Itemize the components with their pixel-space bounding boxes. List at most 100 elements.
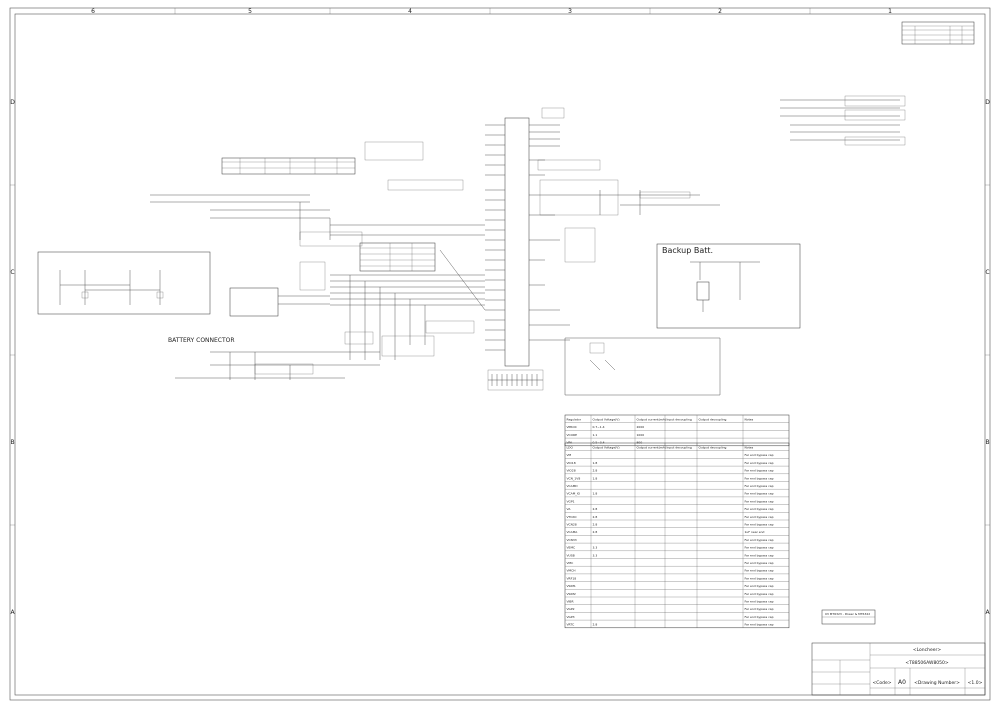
- decoupling-circuit: [560, 190, 720, 215]
- ldo-table-cell: Far end bypass cap: [745, 461, 774, 465]
- regulator-table-cell: 1000: [637, 433, 645, 437]
- regulator-table-cell: VPA: [567, 441, 574, 445]
- ldo-table-cell: Far end bypass cap: [745, 515, 774, 519]
- drawing-number-field: <Drawing Number>: [914, 680, 960, 686]
- battery-connector-label: BATTERY CONNECTOR: [168, 337, 235, 344]
- upper-right-circuit: [780, 95, 906, 146]
- row-zone-markers: D C B A D C B A: [10, 99, 990, 616]
- row-label-d-left: D: [10, 99, 15, 106]
- backup-batt-label: Backup Batt.: [662, 246, 713, 255]
- ldo-table-cell: VCAM_IO: [567, 492, 581, 496]
- ldo-table-cell: Far end bypass cap: [745, 600, 774, 604]
- regulator-table-cell: 0.7~1.4: [593, 425, 605, 429]
- row-label-c-left: C: [10, 269, 14, 276]
- regulator-table-header-cell: Input decoupling: [667, 418, 692, 422]
- ldo-table-cell: Far end bypass cap: [745, 469, 774, 473]
- ldo-table-cell: 2.8: [593, 469, 598, 473]
- ldo-table-cell: Far end bypass cap: [745, 623, 774, 627]
- ldo-table-cell: VRF18: [567, 576, 577, 580]
- sheet-title-text: 03 MT6323 - Power & MT6322: [825, 612, 870, 616]
- sheet-title-plate: 03 MT6323 - Power & MT6322: [821, 609, 876, 625]
- ldo-table-cell: VCAMD: [567, 484, 579, 488]
- column-label-6: 6: [91, 8, 95, 15]
- regulator-table-header-cell: Output decoupling: [699, 418, 727, 422]
- ldo-table-cell: Far end bypass cap: [745, 523, 774, 527]
- ldo-table-cell: Far end bypass cap: [745, 453, 774, 457]
- ldo-table-cell: 1.8: [593, 492, 598, 496]
- ldo-table-cell: Far end bypass cap: [745, 499, 774, 503]
- regulator-table-header-cell: Output Voltage(V): [593, 418, 620, 422]
- ldo-table-cell: VRTC: [567, 623, 575, 627]
- code-field: <Code>: [872, 680, 891, 686]
- charger-circuit: [150, 194, 485, 240]
- ldo-table-cell: VM: [567, 453, 572, 457]
- protection-circuit-box: [37, 251, 211, 315]
- ldo-table-cell: VA: [567, 507, 572, 511]
- column-label-5: 5: [248, 8, 252, 15]
- ldo-table-cell: VGP3: [567, 615, 575, 619]
- row-label-a-right: A: [985, 609, 990, 616]
- regulator-table-cell: VPROC: [567, 425, 577, 429]
- title-block: <Loncheer> <T88506AW8050> <Code> A0 <Dra…: [811, 642, 986, 696]
- ldo-table-cell: 2.8: [593, 523, 598, 527]
- ldo-table-cell: 2.8: [593, 507, 598, 511]
- pmic-right-pins: [529, 124, 570, 341]
- column-label-1: 1: [888, 8, 892, 15]
- regulator-table-header-cell: Regulator: [567, 418, 582, 422]
- rtc-crystal-circuit: [564, 337, 721, 396]
- ldo-table-cell: VCN28: [567, 523, 577, 527]
- ldo-table-cell: 2.8: [593, 515, 598, 519]
- capacitor-bank: [487, 369, 544, 391]
- battery-connector: BATTERY CONNECTOR: [168, 337, 380, 380]
- ldo-table-cell: 2.8: [593, 530, 598, 534]
- ldo-table-cell: 2.8: [593, 623, 598, 627]
- column-label-4: 4: [408, 8, 412, 15]
- ldo-table-cell: 3.3: [593, 546, 598, 550]
- row-label-a-left: A: [10, 609, 15, 616]
- ldo-table-cell: VSIM1: [567, 584, 576, 588]
- project-code: <T88506AW8050>: [905, 660, 949, 666]
- ldo-table-header-cell: Output decoupling: [699, 446, 727, 450]
- regulator-table-header-cell: Output current(mA): [637, 418, 667, 422]
- ldo-table-cell: Far end bypass cap: [745, 484, 774, 488]
- column-label-2: 2: [718, 8, 722, 15]
- regulator-table: Regulator Output Voltage(V) Output current…: [564, 414, 790, 447]
- ldo-table-cell: 1.8: [593, 461, 598, 465]
- ldo-table-cell: VGP2: [567, 607, 575, 611]
- ldo-table-cell: VCN33: [567, 538, 577, 542]
- pmic-left-pins: [485, 124, 505, 351]
- company-name: <Loncheer>: [913, 647, 942, 653]
- ldo-table-header-cell: LDO: [567, 446, 574, 450]
- row-label-d-right: D: [985, 99, 990, 106]
- ldo-table-cell: Far end bypass cap: [745, 576, 774, 580]
- ldo-table-cell: Far end bypass cap: [745, 569, 774, 573]
- revision-history-block: [901, 21, 975, 45]
- row-label-b-left: B: [10, 439, 14, 446]
- ldo-table-cell: VEMC: [567, 546, 576, 550]
- ldo-table-cell: Far end bypass cap: [745, 561, 774, 565]
- ldo-table-cell: VUSB: [567, 553, 575, 557]
- ldo-table-cell: Far end bypass cap: [745, 584, 774, 588]
- regulator-table-cell: VCORE: [567, 433, 578, 437]
- ldo-table-cell: Far end bypass cap: [745, 492, 774, 496]
- ldo-table-cell: Far end bypass cap: [745, 615, 774, 619]
- ldo-table-cell: 1.8: [593, 476, 598, 480]
- revision-field: <1.0>: [968, 680, 983, 686]
- ldo-table-cell: VIO18: [567, 461, 576, 465]
- ldo-table-header-cell: Input decoupling: [667, 446, 692, 450]
- pin-config-table: [359, 242, 436, 272]
- ldo-table-cell: VIO28: [567, 469, 576, 473]
- ldo-table-cell: Far end bypass cap: [745, 538, 774, 542]
- regulator-table-cell: 2000: [637, 425, 645, 429]
- regulator-table-cell: 1.1: [593, 433, 598, 437]
- regulator-table-cell: 0.5~3.4: [593, 441, 605, 445]
- row-label-b-right: B: [985, 439, 989, 446]
- ldo-table-cell: VGP1: [567, 499, 575, 503]
- ldo-table-cell: Far end bypass cap: [745, 607, 774, 611]
- ldo-table-cell: Far end bypass cap: [745, 476, 774, 480]
- ldo-table-cell: Far end bypass cap: [745, 507, 774, 511]
- regulator-table-cell: 800: [637, 441, 643, 445]
- ldo-table-cell: Far end bypass cap: [745, 553, 774, 557]
